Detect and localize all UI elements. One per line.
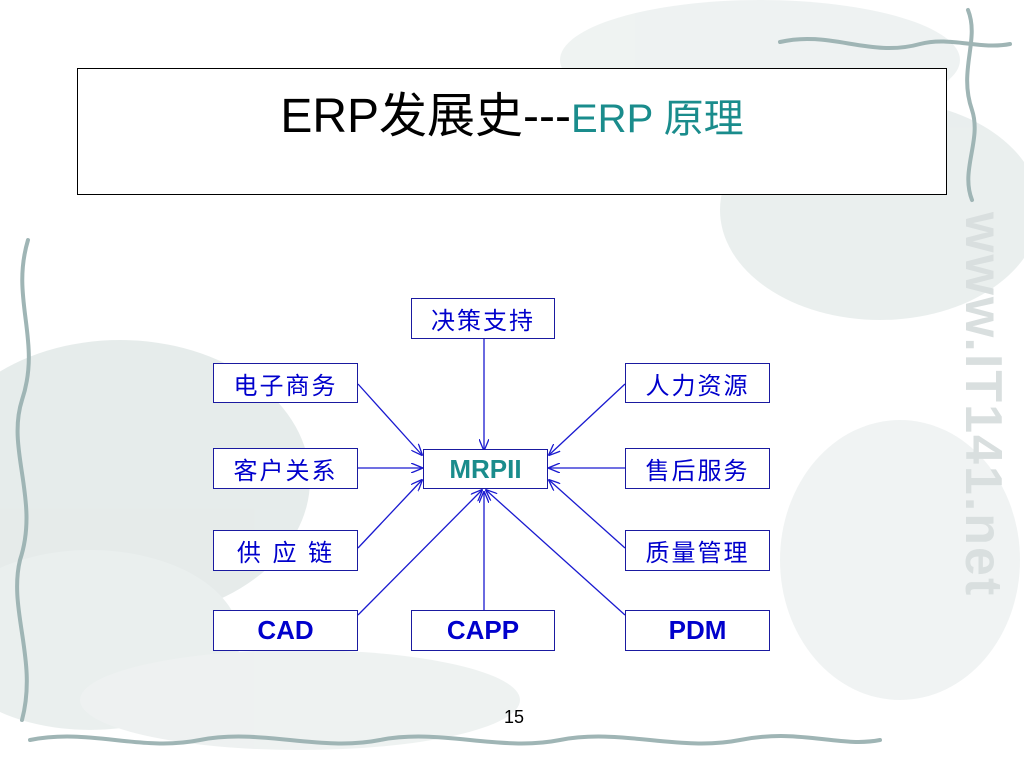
node-capp: CAPP bbox=[411, 610, 555, 651]
node-decision-support: 决策支持 bbox=[411, 298, 555, 339]
node-ecommerce: 电子商务 bbox=[213, 363, 358, 403]
vine-decoration-left bbox=[15, 238, 31, 722]
title-accent: ERP 原理 bbox=[571, 97, 744, 141]
title-main: ERP发展史--- bbox=[280, 90, 571, 143]
node-human-resources: 人力资源 bbox=[625, 363, 770, 403]
bg-texture-blob bbox=[80, 650, 520, 750]
node-customer-relations: 客户关系 bbox=[213, 448, 358, 489]
page-number: 15 bbox=[503, 707, 525, 727]
node-mrpii: MRPII bbox=[423, 449, 548, 489]
vine-decoration-right bbox=[965, 8, 977, 202]
node-quality-management: 质量管理 bbox=[625, 530, 770, 571]
node-supply-chain: 供 应 链 bbox=[213, 530, 358, 571]
node-after-sales: 售后服务 bbox=[625, 448, 770, 489]
title-box: ERP发展史---ERP 原理 bbox=[77, 68, 947, 195]
vine-decoration-bottom bbox=[28, 734, 882, 746]
vine-decoration-top bbox=[778, 37, 1012, 50]
node-cad: CAD bbox=[213, 610, 358, 651]
slide-title: ERP发展史---ERP 原理 bbox=[78, 90, 946, 144]
bg-texture-blob bbox=[0, 550, 240, 730]
node-pdm: PDM bbox=[625, 610, 770, 651]
bg-texture-blob bbox=[780, 420, 1020, 700]
watermark-text: www.IT141.net bbox=[954, 212, 1012, 598]
